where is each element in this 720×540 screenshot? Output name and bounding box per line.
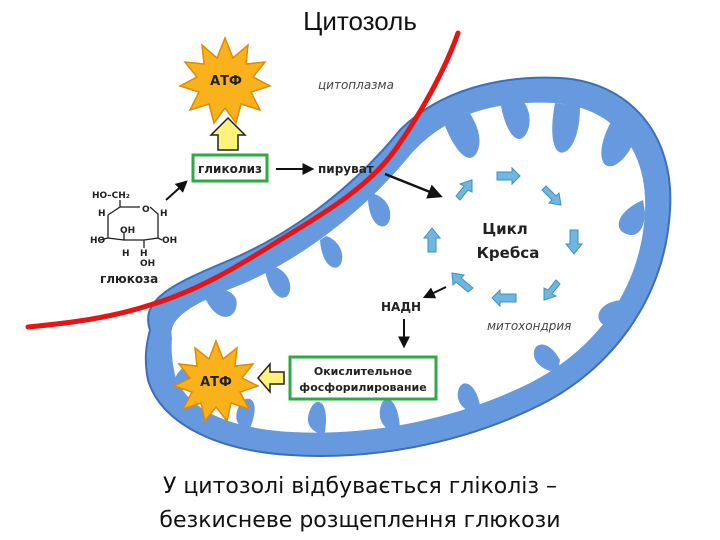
oxphos-label-line2: фосфорилирование <box>299 381 426 394</box>
glucose-structure: HO–CH₂ H H O HO OH OH H H OH <box>90 191 177 269</box>
glucose-h-left: H <box>98 209 106 219</box>
diagram-title: Цитозоль <box>303 6 417 36</box>
nadh-label: НАДН <box>381 300 421 314</box>
oxphos-label-line1: Окислительное <box>314 365 412 378</box>
arrow-pyruvate-to-krebs <box>384 172 443 199</box>
glycolysis-label: гликолиз <box>198 162 262 176</box>
oxphos-box: Окислительное фосфорилирование <box>288 355 438 401</box>
glucose-h-bot2: H <box>140 249 148 259</box>
krebs-arrow-5 <box>491 288 517 308</box>
atp-star-bottom: АТФ <box>172 338 260 423</box>
atp-bottom-label: АТФ <box>200 375 232 390</box>
glucose-h-right: H <box>160 209 168 219</box>
glucose-oh-right: OH <box>162 236 177 246</box>
arrow-krebs-to-nadh <box>422 286 447 299</box>
mitochondrion <box>144 76 672 457</box>
arrow-glucose-to-glycolysis <box>165 180 188 201</box>
glucose-h-bot1: H <box>122 249 130 259</box>
glucose-oh-bot: OH <box>140 259 155 269</box>
krebs-label-line1: Цикл <box>482 220 528 238</box>
krebs-arrow-6 <box>451 272 474 293</box>
krebs-arrow-3 <box>564 229 584 255</box>
mitochondria-label: митохондрия <box>487 319 571 333</box>
cytosol-boundary-line <box>25 30 461 330</box>
glucose-top: HO–CH₂ <box>92 191 130 201</box>
atp-left-arrow <box>257 361 285 395</box>
krebs-arrow-1 <box>496 166 521 186</box>
glycolysis-box: гликолиз <box>191 153 269 183</box>
krebs-arrow-7 <box>422 227 442 253</box>
caption-line2: безкисневе розщеплення глюкози <box>159 508 561 533</box>
caption: У цитозолі відбувається гліколіз – безки… <box>0 470 720 538</box>
atp-star-top: АТФ <box>178 35 272 125</box>
glucose-ring-o: O <box>142 205 150 215</box>
glucose-ho: HO <box>90 236 106 246</box>
krebs-cycle-arrows <box>422 166 584 308</box>
pyruvate-label: пируват <box>318 162 374 176</box>
krebs-label-line2: Кребса <box>477 244 540 262</box>
glucose-oh-mid: OH <box>120 226 135 236</box>
cytoplasm-label: цитоплазма <box>318 78 394 92</box>
caption-line1: У цитозолі відбувається гліколіз – <box>162 474 558 499</box>
glucose-ring-lines <box>99 200 163 248</box>
mitochondrion-matrix <box>171 102 646 433</box>
krebs-arrow-2 <box>541 185 562 206</box>
krebs-arrow-4 <box>543 279 561 301</box>
krebs-arrow-8 <box>455 179 473 201</box>
atp-up-arrow <box>209 116 247 151</box>
glucose-label: глюкоза <box>100 272 158 286</box>
atp-top-label: АТФ <box>210 74 242 89</box>
